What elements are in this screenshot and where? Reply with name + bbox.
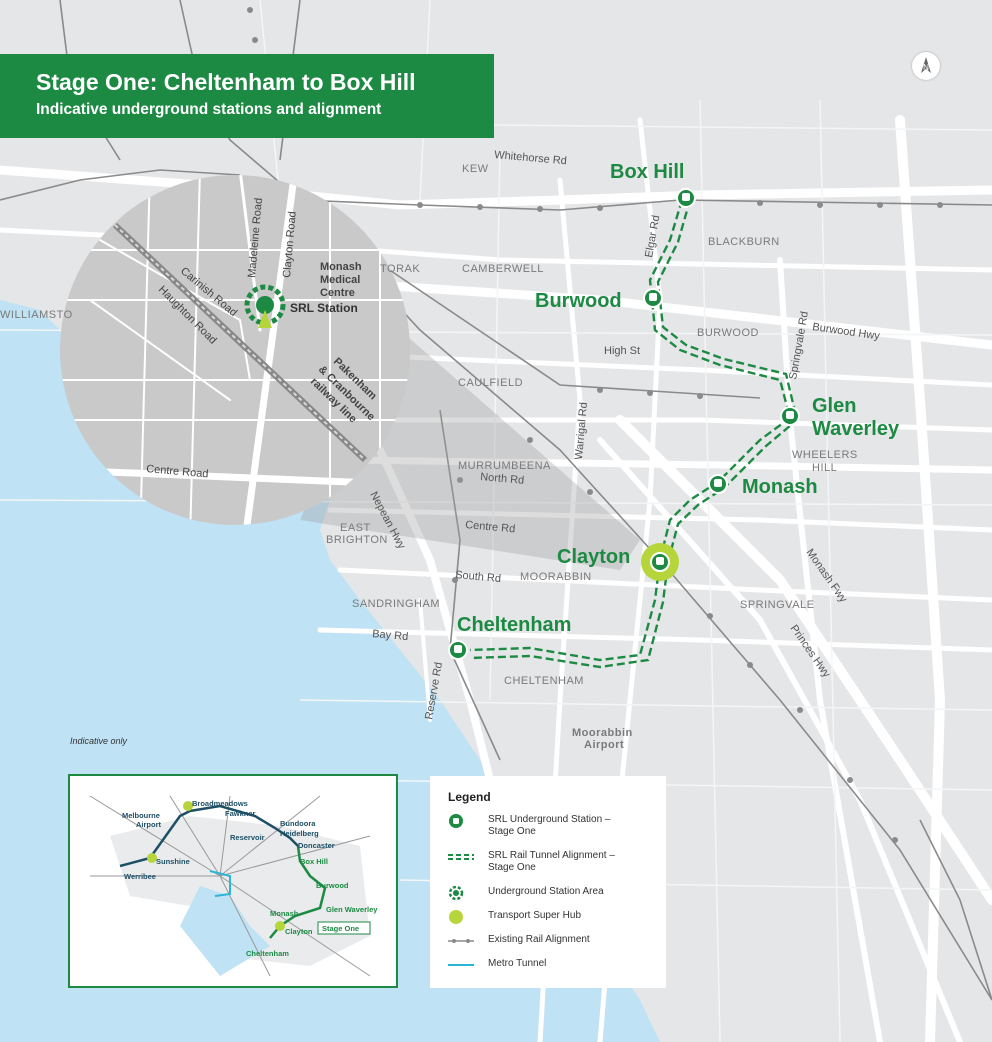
suburb-label: Airport (584, 739, 624, 751)
inset-label: Box Hill (300, 857, 328, 866)
existing-rail-icon (448, 934, 488, 948)
legend-item: Underground Station Area (448, 885, 654, 910)
suburb-label: CHELTENHAM (504, 675, 584, 687)
title-panel: Stage One: Cheltenham to Box Hill Indica… (0, 54, 494, 138)
legend-label: SRL Underground Station – Stage One (488, 814, 611, 837)
station-area-icon (448, 885, 488, 901)
suburb-label: BLACKBURN (708, 236, 780, 248)
suburb-label: SPRINGVALE (740, 599, 815, 611)
station-glyphs (454, 193, 794, 653)
station-label-glen-waverley-line2: Waverley (812, 418, 900, 440)
inset-label: Werribee (124, 872, 156, 881)
legend-item: Existing Rail Alignment (448, 934, 654, 958)
legend-panel: Legend SRL Underground Station – Stage O… (430, 776, 666, 988)
road-label: Whitehorse Rd (494, 149, 568, 167)
inset-stage-one-label: Stage One (322, 924, 359, 933)
station-label-monash: Monash (742, 476, 818, 498)
srl-tunnel-alignment[interactable] (469, 199, 799, 669)
inset-label: Monash (270, 909, 299, 918)
station-label-box-hill: Box Hill (610, 161, 684, 183)
metro-tunnel-icon (448, 958, 488, 972)
suburb-label: KEW (462, 163, 489, 175)
station-label-burwood: Burwood (535, 290, 622, 312)
inset-label: Clayton (285, 927, 313, 936)
suburb-label: WHEELERS (792, 449, 858, 461)
inset-label: Broadmeadows (192, 799, 248, 808)
suburb-label: MURRUMBEENA (458, 460, 551, 472)
legend-item: Metro Tunnel (448, 958, 654, 982)
indicative-note: Indicative only (70, 736, 128, 746)
north-arrow-icon: N (912, 52, 940, 80)
inset-label: Cheltenham (246, 949, 289, 958)
suburb-label: SANDRINGHAM (352, 598, 440, 610)
zoom-poi-label: Centre (320, 287, 355, 299)
underground-station-icon (448, 814, 488, 828)
legend-title: Legend (448, 790, 491, 804)
inset-label: Reservoir (230, 833, 265, 842)
inset-canvas: Broadmeadows Melbourne Airport Fawkner B… (70, 776, 396, 986)
svg-text:N: N (923, 63, 929, 72)
inset-label: Melbourne (122, 811, 160, 820)
road-label: Centre Rd (465, 519, 516, 535)
suburb-label: WILLIAMSTO (0, 309, 73, 321)
page-title: Stage One: Cheltenham to Box Hill (36, 69, 416, 95)
suburb-label: CAULFIELD (458, 377, 523, 389)
suburb-label: BURWOOD (697, 327, 759, 339)
legend-label: Metro Tunnel (488, 958, 547, 969)
suburb-label: CAMBERWELL (462, 263, 544, 275)
suburb-label: HILL (812, 462, 837, 474)
suburb-label: EAST (340, 522, 371, 534)
zoom-station-label: SRL Station (290, 301, 358, 315)
legend-label: Existing Rail Alignment (488, 934, 590, 945)
inset-label: Burwood (316, 881, 349, 890)
zoom-street-label: Clayton Road (281, 211, 299, 278)
inset-label: Fawkner (225, 809, 256, 818)
road-label: North Rd (480, 471, 525, 487)
suburb-label: Moorabbin (572, 727, 633, 739)
suburb-label: TORAK (380, 263, 420, 275)
inset-label: Glen Waverley (326, 905, 378, 914)
network-inset-map[interactable]: Broadmeadows Melbourne Airport Fawkner B… (68, 774, 398, 988)
road-label: Bay Rd (372, 628, 409, 643)
station-label-glen-waverley-line1: Glen (812, 395, 856, 417)
road-label: Warrigal Rd (573, 402, 590, 460)
legend-label: Transport Super Hub (488, 910, 582, 921)
inset-label: Bundoora (280, 819, 316, 828)
page-subtitle: Indicative underground stations and alig… (36, 101, 382, 118)
station-label-clayton: Clayton (557, 546, 630, 568)
tunnel-alignment-icon (448, 850, 488, 864)
inset-label: Doncaster (298, 841, 335, 850)
legend-item: SRL Rail Tunnel Alignment – Stage One (448, 850, 654, 886)
zoom-poi-label: Medical (320, 274, 360, 286)
suburb-label: BRIGHTON (326, 534, 388, 546)
legend-label: SRL Rail Tunnel Alignment – Stage One (488, 850, 615, 873)
inset-label: Sunshine (156, 857, 190, 866)
inset-label: Airport (136, 820, 162, 829)
road-label: South Rd (455, 569, 502, 585)
legend-label: Underground Station Area (488, 886, 604, 897)
legend-item: Transport Super Hub (448, 910, 654, 934)
inset-label: Heidelberg (280, 829, 319, 838)
zoom-street-label: Centre Road (146, 463, 209, 480)
zoom-poi-label: Monash (320, 261, 362, 273)
road-label: High St (604, 345, 640, 357)
zoom-srl-station-icon[interactable] (244, 284, 286, 328)
road-label: Elgar Rd (643, 214, 662, 258)
super-hub-icon (448, 910, 488, 924)
legend-item: SRL Underground Station – Stage One (448, 814, 654, 850)
suburb-label: MOORABBIN (520, 571, 592, 583)
station-label-cheltenham: Cheltenham (457, 614, 571, 636)
